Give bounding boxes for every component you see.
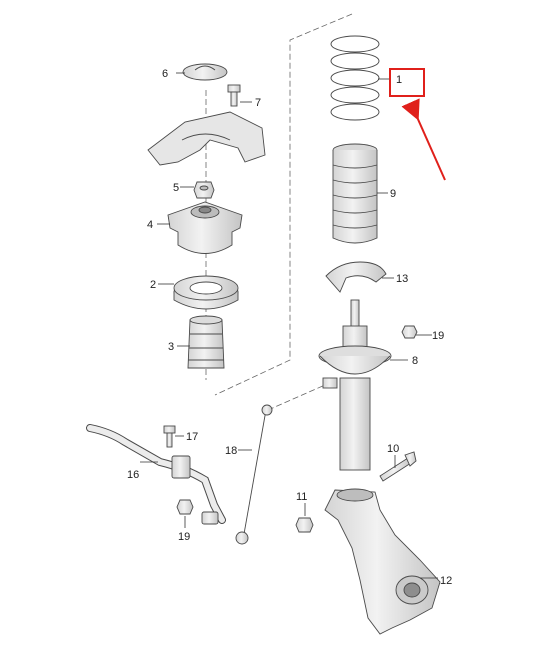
callout-4: 4 (147, 219, 153, 231)
part-10-bolt (379, 451, 417, 482)
part-12-steering-knuckle (324, 488, 441, 635)
part-13-spring-seat (325, 261, 387, 293)
callout-9: 9 (390, 188, 396, 200)
callout-17: 17 (186, 431, 198, 443)
callout-13: 13 (396, 273, 408, 285)
callout-6: 6 (162, 68, 168, 80)
part-4-strut-mount (167, 201, 243, 254)
callout-16: 16 (127, 469, 139, 481)
part-1-coil-spring (330, 35, 380, 121)
part-19-nut-lower (176, 499, 194, 515)
part-2-bearing (173, 275, 239, 310)
callout-5: 5 (173, 182, 179, 194)
part-9-dust-boot (332, 143, 378, 244)
callout-7: 7 (255, 97, 261, 109)
heat-shield (147, 111, 266, 166)
highlight-box (389, 68, 425, 97)
callout-3: 3 (168, 341, 174, 353)
part-8-strut-damper (318, 299, 392, 471)
part-7-bolt (227, 84, 241, 107)
part-6-cap (182, 63, 228, 81)
part-16-stabilizer-bar (86, 424, 226, 525)
part-17-bolt (163, 425, 176, 448)
callout-11: 11 (296, 491, 307, 503)
part-19-nut-upper (401, 325, 418, 339)
part-18-coupling-rod (235, 404, 273, 545)
leader-lines (140, 72, 438, 579)
callout-12: 12 (440, 575, 452, 587)
callout-19-upper: 19 (432, 330, 444, 342)
highlight-arrow (401, 98, 446, 181)
callout-8: 8 (412, 355, 418, 367)
callout-18: 18 (225, 445, 237, 457)
part-3-bump-stop (187, 315, 225, 369)
callout-2: 2 (150, 279, 156, 291)
part-5-nut (193, 181, 215, 199)
callout-labels: 1 2 3 4 5 6 7 8 9 10 11 12 13 16 17 18 1… (127, 68, 452, 587)
callout-19-lower: 19 (178, 531, 190, 543)
callout-1: 1 (396, 74, 402, 86)
part-11-nut (295, 517, 314, 533)
callout-10: 10 (387, 443, 399, 455)
